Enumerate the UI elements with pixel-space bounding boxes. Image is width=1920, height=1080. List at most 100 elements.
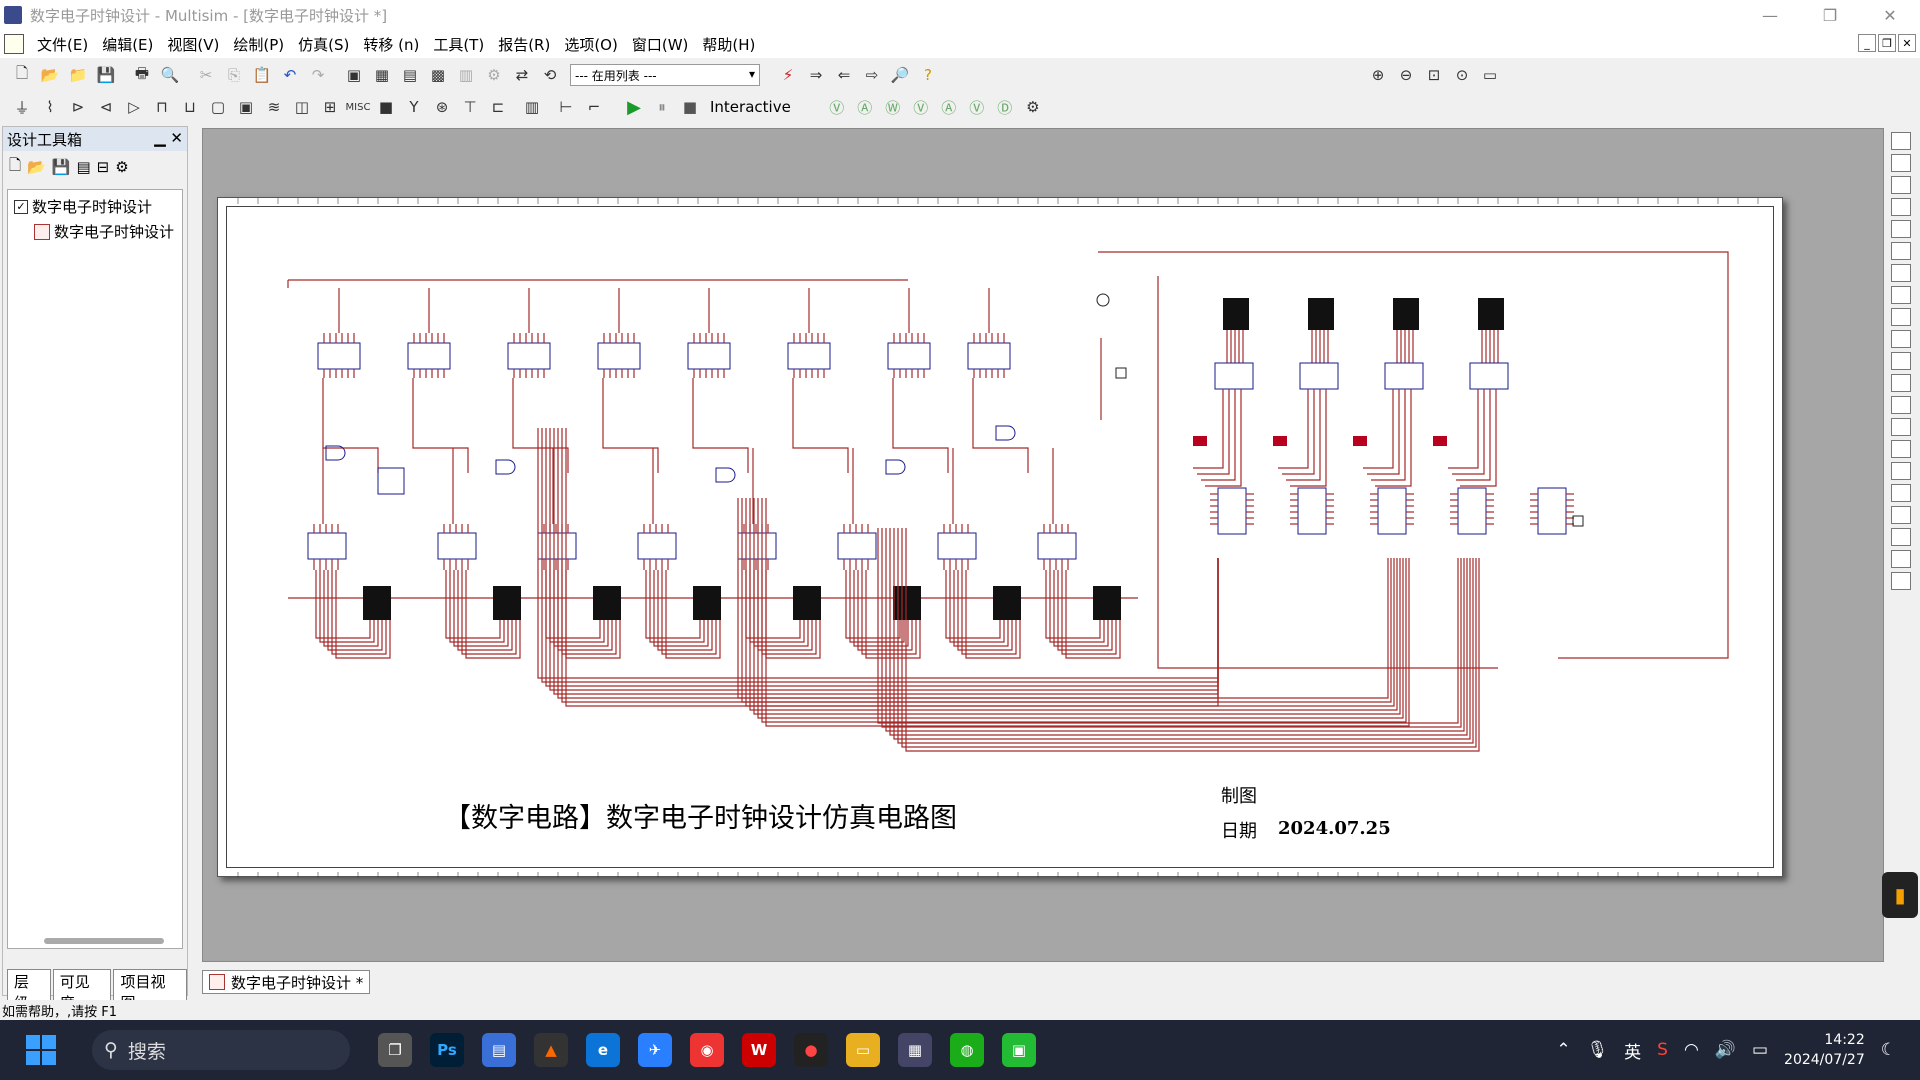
wechat-icon[interactable]: ◍ — [950, 1033, 984, 1067]
zoom-out-icon[interactable]: ⊖ — [1399, 66, 1413, 84]
menu-file[interactable]: 文件(E) — [37, 35, 89, 54]
menu-place[interactable]: 绘制(P) — [233, 35, 285, 54]
wifi-icon[interactable]: ◠ — [1683, 1040, 1699, 1060]
multisim-taskbar-icon[interactable]: ▦ — [898, 1033, 932, 1067]
close-button[interactable]: ✕ — [1883, 5, 1897, 25]
menu-reports[interactable]: 报告(R) — [498, 35, 551, 54]
notification-icon[interactable]: ☾ — [1880, 1040, 1896, 1060]
connector-icon[interactable]: ⊏ — [491, 98, 505, 116]
wattmeter-icon[interactable]: Ⓦ — [885, 98, 901, 117]
save-design-icon[interactable]: 💾 — [51, 158, 71, 176]
tree-node-sheet[interactable]: 数字电子时钟设计 — [34, 221, 182, 242]
zoom-sheet-icon[interactable]: ▭ — [1482, 66, 1498, 84]
digital-probe-icon[interactable]: Ⓓ — [997, 98, 1013, 117]
menu-help[interactable]: 帮助(H) — [702, 35, 756, 54]
hierarchical-block-icon[interactable]: ▥ — [524, 98, 540, 116]
source-icon[interactable]: ⏚ — [14, 98, 30, 117]
menu-options[interactable]: 选项(O) — [564, 35, 618, 54]
instrument-bode-plotter-icon[interactable] — [1891, 242, 1911, 260]
diode-icon[interactable]: ⊳ — [71, 98, 85, 116]
grapher-icon[interactable]: ▩ — [430, 66, 446, 84]
zoom-in-icon[interactable]: ⊕ — [1371, 66, 1385, 84]
windows-start-icon[interactable] — [26, 1035, 56, 1065]
microphone-icon[interactable]: 🎙 — [1586, 1040, 1609, 1060]
power-probe-icon[interactable]: Ⓥ — [969, 98, 985, 117]
circuit-schematic[interactable] — [218, 198, 1784, 878]
zoom-fit-icon[interactable]: ⊙ — [1455, 66, 1469, 84]
transistor-icon[interactable]: ⊲ — [99, 98, 113, 116]
backannotate-icon[interactable]: ⟲ — [543, 66, 557, 84]
forward-annotate-icon[interactable]: ⇨ — [865, 66, 879, 84]
instrument-agilent-multimeter-icon[interactable] — [1891, 462, 1911, 480]
checkbox-icon[interactable]: ✓ — [14, 199, 28, 214]
probe-settings-icon[interactable]: ⚙ — [1026, 98, 1040, 116]
horizontal-scrollbar[interactable] — [44, 938, 164, 944]
remote-desktop-icon[interactable]: ▣ — [1002, 1033, 1036, 1067]
ammeter-icon[interactable]: Ⓐ — [857, 98, 873, 117]
file-explorer-icon[interactable]: ▭ — [846, 1033, 880, 1067]
close-icon[interactable]: ▁ ✕ — [154, 129, 183, 147]
schematic-sheet[interactable]: 【数字电路】数字电子时钟设计仿真电路图 制图 日期 2024.07.25 — [217, 197, 1784, 878]
taskbar-search[interactable]: ⚲ 搜索 — [92, 1030, 350, 1070]
open-folder-icon[interactable]: 📂 — [40, 66, 60, 84]
document-icon[interactable] — [4, 34, 24, 54]
copy-icon[interactable]: ⎘ — [227, 66, 240, 84]
instrument-oscilloscope-icon[interactable] — [1891, 198, 1911, 216]
instrument-iv-analyzer-icon[interactable] — [1891, 352, 1911, 370]
new-sheet-icon[interactable]: ▤ — [76, 158, 91, 176]
chrome-icon[interactable]: ◉ — [690, 1033, 724, 1067]
misc-icon[interactable]: MISC — [345, 101, 371, 113]
ttl-icon[interactable]: ⊓ — [156, 98, 168, 116]
workspace-canvas[interactable]: 【数字电路】数字电子时钟设计仿真电路图 制图 日期 2024.07.25 — [202, 128, 1884, 962]
mdi-restore-button[interactable]: ❐ — [1878, 34, 1896, 52]
component-wizard-icon[interactable]: ⚙ — [487, 66, 501, 84]
delete-sheet-icon[interactable]: ⊟ — [96, 158, 110, 176]
menu-view[interactable]: 视图(V) — [167, 35, 220, 54]
instrument-labview-icon[interactable] — [1891, 528, 1911, 546]
advanced-peripherals-icon[interactable]: ▣ — [238, 98, 254, 116]
voltage-probe-icon[interactable]: Ⓥ — [913, 98, 929, 117]
matlab-icon[interactable]: ▲ — [534, 1033, 568, 1067]
interactive-mode-label[interactable]: Interactive — [710, 98, 791, 116]
document-tab[interactable]: 数字电子时钟设计 * — [202, 970, 371, 994]
spreadsheet-icon[interactable]: ▦ — [374, 66, 390, 84]
power-icon[interactable]: ⊞ — [323, 98, 337, 116]
full-screen-icon[interactable]: ▣ — [346, 66, 362, 84]
in-use-list-dropdown[interactable]: --- 在用列表 --- — [570, 64, 760, 86]
probe-icon[interactable]: ⚡ — [782, 66, 794, 84]
export-icon[interactable]: ⇐ — [837, 66, 851, 84]
minimize-button[interactable]: — — [1762, 5, 1778, 25]
edge-icon[interactable]: e — [586, 1033, 620, 1067]
zoom-area-icon[interactable]: ⊡ — [1427, 66, 1441, 84]
instrument-multimeter-icon[interactable] — [1891, 132, 1911, 150]
ladder-icon[interactable]: ⊤ — [463, 98, 477, 116]
recorder-icon[interactable]: ● — [794, 1033, 828, 1067]
ime-indicator[interactable]: 英 — [1624, 1042, 1642, 1063]
stop-simulation-icon[interactable]: ■ — [682, 98, 698, 116]
mdi-close-button[interactable]: ✕ — [1898, 34, 1916, 52]
menu-transfer[interactable]: 转移 (n) — [363, 35, 420, 54]
instrument-wattmeter-icon[interactable] — [1891, 176, 1911, 194]
instrument-4ch-oscilloscope-icon[interactable] — [1891, 220, 1911, 238]
properties-icon[interactable]: ⚙ — [115, 158, 129, 176]
instrument-agilent-oscilloscope-icon[interactable] — [1891, 484, 1911, 502]
instrument-distortion-analyzer-icon[interactable] — [1891, 374, 1911, 392]
cut-icon[interactable]: ✂ — [199, 66, 213, 84]
ercheck-icon[interactable]: ⇄ — [515, 66, 529, 84]
instrument-function-generator-icon[interactable] — [1891, 154, 1911, 172]
antenna-icon[interactable]: Y — [409, 98, 419, 116]
instrument-network-analyzer-icon[interactable] — [1891, 418, 1911, 436]
mdi-minimize-button[interactable]: _ — [1858, 34, 1876, 52]
sogou-icon[interactable]: S — [1657, 1040, 1668, 1060]
floating-clipboard-icon[interactable]: ▮ — [1882, 872, 1918, 918]
junction-icon[interactable]: ⌐ — [587, 98, 601, 116]
instrument-agilent-generator-icon[interactable] — [1891, 440, 1911, 458]
instrument-current-probe-icon[interactable] — [1891, 572, 1911, 590]
find-examples-icon[interactable]: 🔎 — [890, 66, 910, 84]
instrument-logic-analyzer-icon[interactable] — [1891, 330, 1911, 348]
instrument-frequency-counter-icon[interactable] — [1891, 264, 1911, 282]
instrument-tektronix-icon[interactable] — [1891, 506, 1911, 524]
help-icon[interactable]: ? — [924, 66, 932, 84]
rf-icon[interactable]: ⊛ — [435, 98, 449, 116]
instrument-ni-elvis-icon[interactable] — [1891, 550, 1911, 568]
